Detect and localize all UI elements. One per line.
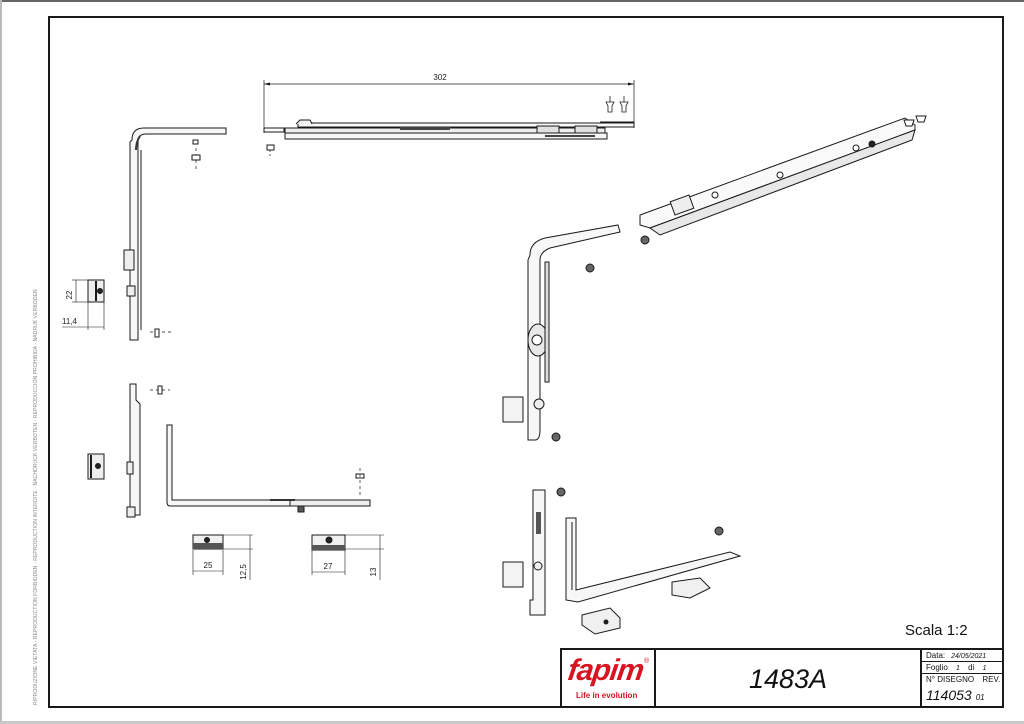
- title-block: fapim ® Life in evolution 1483A Data: 24/…: [560, 648, 1004, 708]
- svg-text:27: 27: [324, 562, 333, 571]
- page-bottom-edge: [0, 721, 1024, 724]
- logo-tagline: Life in evolution: [576, 691, 638, 700]
- drawing-number-header: N° DISEGNO REV.: [922, 674, 1004, 686]
- corner-drive-rear-view: [87, 383, 371, 518]
- svg-text:22: 22: [65, 290, 74, 299]
- svg-text:25: 25: [204, 561, 213, 570]
- drawing-info: Data: 24/05/2021 Foglio 1 di 1 N° DISEGNO…: [922, 650, 1004, 708]
- svg-text:13: 13: [369, 567, 378, 576]
- sheet-label: Foglio: [926, 663, 948, 672]
- revision-label: REV.: [982, 675, 1001, 684]
- svg-text:12,5: 12,5: [239, 564, 248, 580]
- corner-drive-front-view: 22 11,4: [62, 127, 227, 341]
- sheet-row: Foglio 1 di 1: [922, 662, 1004, 674]
- product-code: 1483A: [748, 663, 828, 694]
- drawing-number: 114053: [926, 687, 972, 703]
- registered-mark: ®: [644, 658, 650, 665]
- drawing-scale: Scala 1:2: [905, 622, 968, 639]
- product-code-cell: 1483A: [656, 650, 922, 708]
- sheet-of-label: di: [968, 663, 975, 672]
- brand-logo: fapim ® Life in evolution: [562, 650, 656, 708]
- svg-text:302: 302: [433, 73, 447, 82]
- page-left-edge: [0, 0, 2, 724]
- revision-number: 01: [975, 693, 985, 702]
- sheet-number: 1: [956, 665, 960, 672]
- logo-wordmark: fapim: [565, 654, 646, 687]
- page-top-edge: [0, 0, 1024, 2]
- svg-text:11,4: 11,4: [62, 317, 78, 326]
- isometric-corner-drive-upper: [502, 115, 927, 442]
- side-elevation-view: 302: [263, 73, 635, 158]
- isometric-corner-drive-lower: [502, 487, 742, 635]
- date-value: 24/05/2021: [951, 653, 987, 660]
- sheet-total: 1: [982, 665, 987, 672]
- drawing-frame: [48, 16, 1004, 708]
- date-label: Data:: [926, 651, 946, 660]
- sliding-block-views: 25 12,5 27 13: [192, 534, 384, 580]
- date-row: Data: 24/05/2021: [922, 650, 1004, 662]
- drawing-number-label: N° DISEGNO: [926, 675, 975, 684]
